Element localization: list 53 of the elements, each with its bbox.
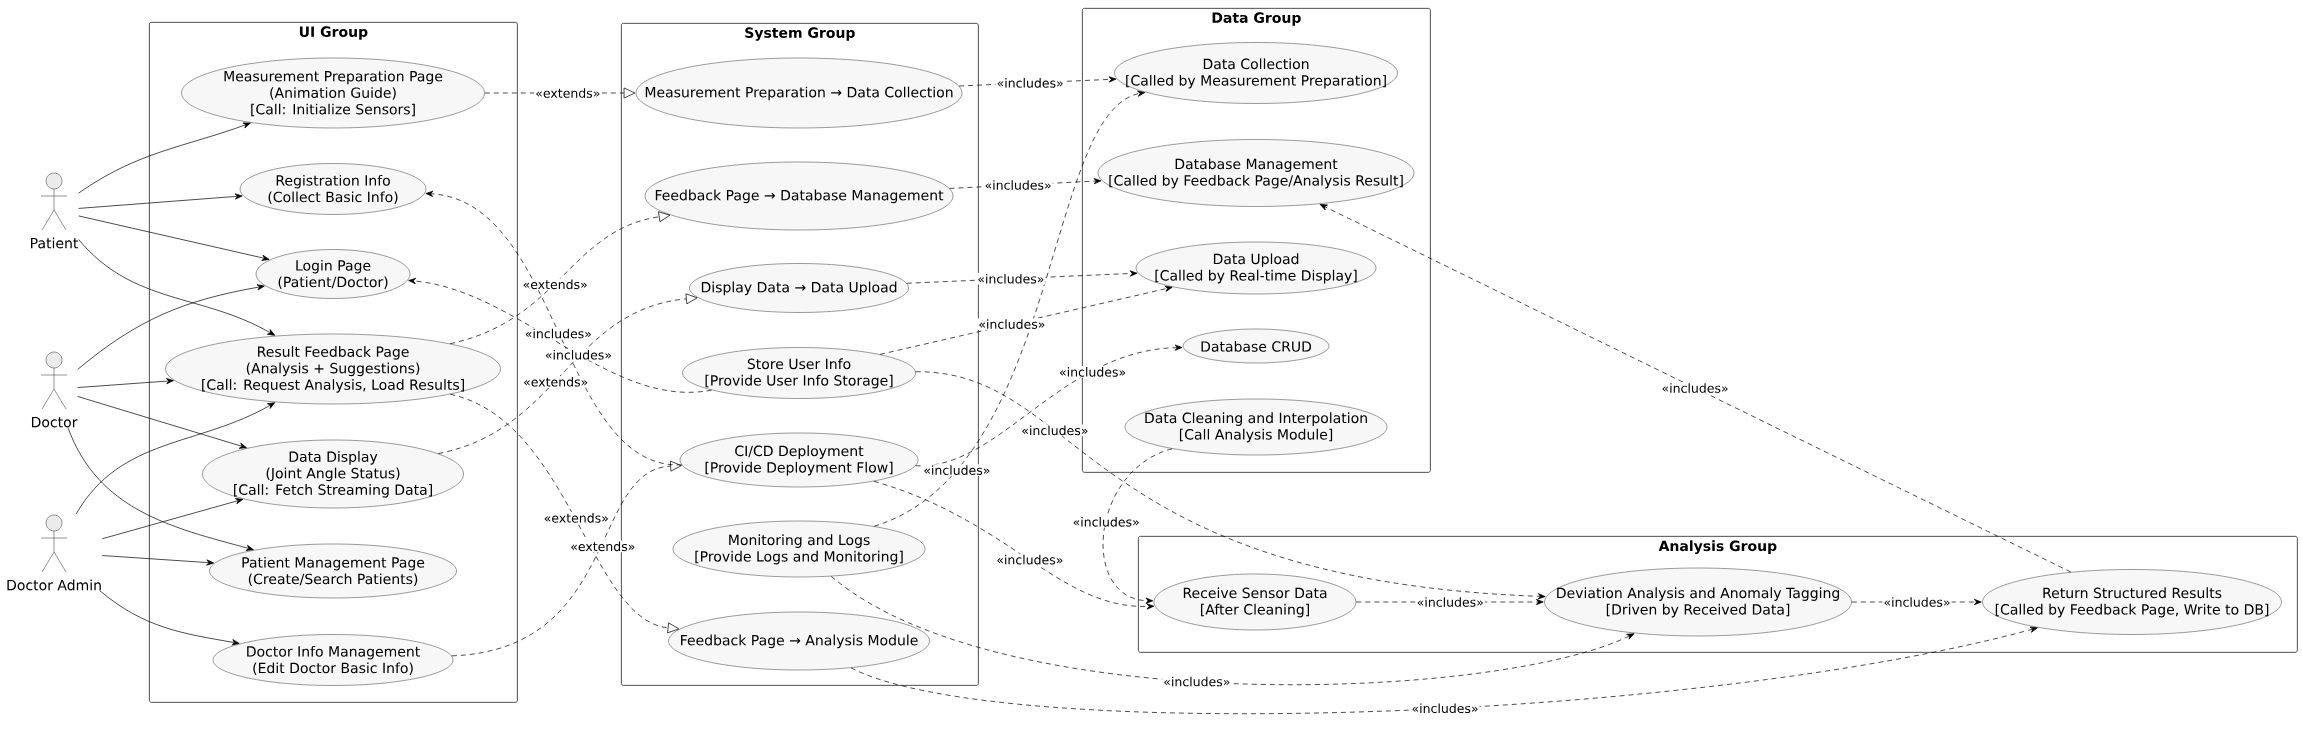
dashed-arrow bbox=[451, 460, 682, 657]
arrow bbox=[77, 396, 247, 449]
edge-label: «includes» bbox=[1071, 516, 1141, 528]
edge-label: «includes» bbox=[1020, 424, 1090, 437]
edge-label: «includes» bbox=[543, 348, 613, 361]
edge-label: «includes» bbox=[523, 327, 593, 340]
edge-label: «includes» bbox=[983, 179, 1053, 191]
dashed-arrow bbox=[879, 285, 1173, 355]
arrow bbox=[67, 427, 254, 551]
actor: Doctor bbox=[31, 351, 78, 428]
edge-label: «includes» bbox=[995, 553, 1065, 566]
dashed-arrow bbox=[873, 480, 1155, 610]
edge-label: «includes» bbox=[1058, 366, 1128, 378]
dashed-arrow bbox=[850, 626, 2038, 715]
edge-label: «extends» bbox=[521, 278, 589, 291]
arrow bbox=[101, 555, 214, 566]
arrow bbox=[77, 378, 174, 388]
dashed-arrow bbox=[449, 393, 680, 634]
edge-label: «includes» bbox=[995, 77, 1065, 89]
edge-label: «extends» bbox=[569, 540, 637, 553]
arrow bbox=[75, 402, 276, 515]
edge-label: «includes» bbox=[922, 464, 992, 476]
edge-label: «includes» bbox=[1882, 596, 1952, 608]
edge-label: «includes» bbox=[1660, 382, 1730, 394]
edge-label: «extends» bbox=[534, 87, 602, 99]
arrow bbox=[78, 239, 276, 336]
dashed-arrow bbox=[1102, 448, 1173, 604]
edge-label: «extends» bbox=[542, 512, 610, 524]
node-label: Doctor Admin bbox=[7, 579, 101, 591]
dashed-arrow bbox=[425, 190, 682, 466]
dashed-arrow bbox=[830, 576, 1635, 685]
dashed-arrow bbox=[408, 278, 712, 393]
dashed-arrow bbox=[915, 371, 1546, 600]
dashed-arrow bbox=[873, 90, 1146, 527]
node-label: Doctor bbox=[31, 416, 78, 428]
arrow bbox=[78, 215, 270, 261]
edge-label: «extends» bbox=[522, 375, 590, 388]
actor: Patient bbox=[31, 172, 79, 249]
arrow bbox=[99, 590, 240, 646]
dashed-arrow bbox=[449, 211, 671, 345]
edge-label: «includes» bbox=[977, 318, 1047, 330]
edge-label: «includes» bbox=[1410, 702, 1480, 715]
arrow bbox=[78, 122, 251, 194]
arrow bbox=[78, 193, 243, 209]
node-label: Patient bbox=[31, 237, 79, 249]
arrow bbox=[101, 498, 244, 540]
edge-label: «includes» bbox=[976, 272, 1046, 285]
dashed-arrow bbox=[915, 344, 1183, 467]
arrow bbox=[77, 284, 265, 370]
edge-label: «includes» bbox=[1162, 675, 1232, 688]
dashed-arrow bbox=[437, 293, 698, 454]
actor: Doctor Admin bbox=[7, 514, 101, 591]
edge-label: «includes» bbox=[1415, 596, 1485, 608]
